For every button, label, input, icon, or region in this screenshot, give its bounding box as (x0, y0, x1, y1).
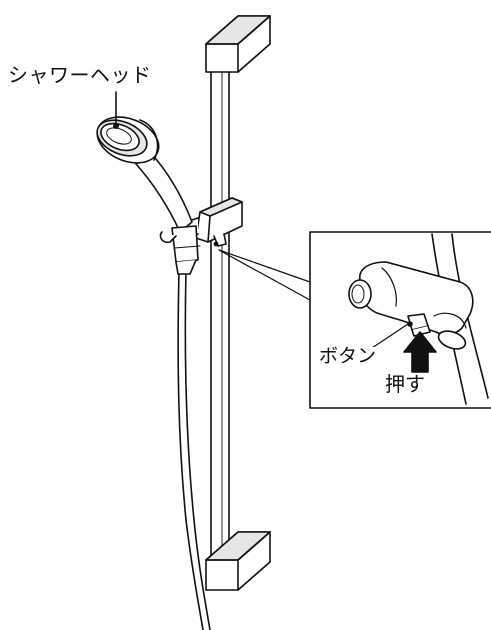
push-label: 押す (385, 372, 425, 396)
button-label: ボタン (318, 345, 378, 367)
shower-head (96, 116, 160, 164)
push-arrow (403, 331, 437, 373)
button-leader (371, 323, 409, 349)
slide-bar (185, 15, 271, 591)
hose (177, 269, 211, 630)
shower-head-label: シャワーヘッド (8, 63, 152, 87)
slide-bar-pole (210, 61, 230, 563)
top-bracket (205, 15, 271, 73)
shower-handle (135, 151, 201, 275)
bottom-bracket (205, 531, 271, 591)
detail-callout (218, 231, 491, 409)
